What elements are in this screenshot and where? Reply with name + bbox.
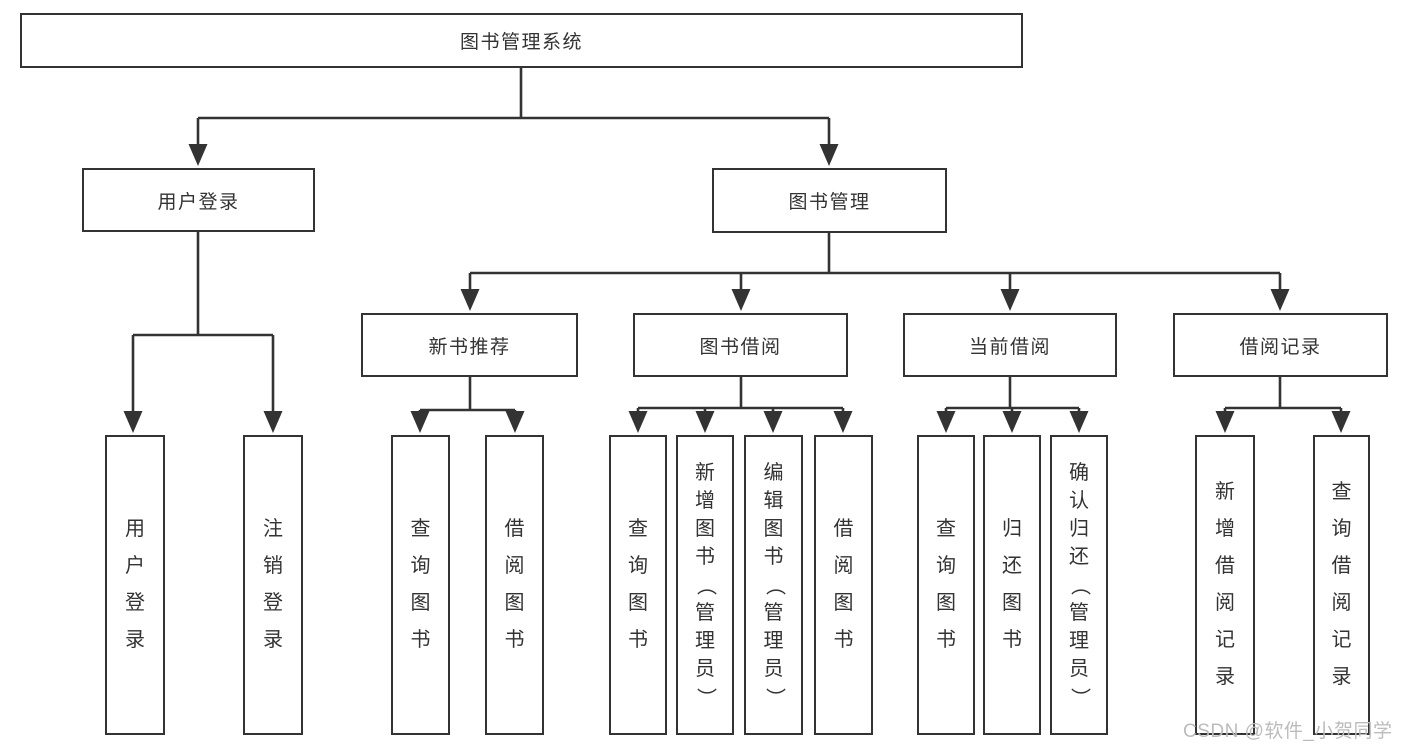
node-leaf-logout: 注销登录 [243, 435, 303, 735]
node-leaf-query-books-2: 查询图书 [609, 435, 667, 735]
node-user-login: 用户登录 [82, 168, 315, 232]
node-leaf-borrow-books-1-label: 借阅图书 [504, 518, 525, 651]
watermark: CSDN @软件_小贺同学 [1183, 721, 1393, 742]
node-leaf-query-books-1-label: 查询图书 [410, 518, 431, 651]
node-leaf-query-borrowing-record-label: 查询借阅记录 [1331, 481, 1352, 688]
node-book-management-system-label: 图书管理系统 [459, 32, 583, 53]
node-leaf-return-books-label: 归还图书 [1002, 518, 1022, 651]
node-leaf-borrow-books-2-label: 借阅图书 [833, 518, 854, 651]
node-new-book-recommendation-label: 新书推荐 [428, 336, 511, 358]
node-leaf-borrow-books-2: 借阅图书 [814, 435, 873, 735]
node-book-management-label: 图书管理 [788, 192, 871, 213]
node-leaf-edit-books-admin: 编辑图书（管理员） [744, 435, 803, 735]
node-leaf-query-borrowing-record: 查询借阅记录 [1313, 435, 1370, 735]
node-book-management-system: 图书管理系统 [20, 13, 1023, 68]
node-leaf-add-books-admin-label: 新增图书（管理员） [694, 461, 717, 708]
node-leaf-add-borrowing-record-label: 新增借阅记录 [1215, 481, 1235, 688]
node-current-borrowing-label: 当前借阅 [968, 336, 1051, 358]
node-leaf-confirm-return-admin-label: 确认归还（管理员） [1068, 461, 1091, 708]
node-leaf-query-books-1: 查询图书 [391, 435, 450, 735]
node-leaf-edit-books-admin-label: 编辑图书（管理员） [763, 461, 785, 708]
node-leaf-user-login: 用户登录 [105, 435, 165, 735]
node-leaf-query-books-3: 查询图书 [917, 435, 975, 735]
node-leaf-query-books-2-label: 查询图书 [628, 518, 648, 651]
node-current-borrowing: 当前借阅 [903, 313, 1117, 377]
node-leaf-confirm-return-admin: 确认归还（管理员） [1050, 435, 1108, 735]
node-leaf-add-books-admin: 新增图书（管理员） [676, 435, 734, 735]
node-leaf-return-books: 归还图书 [983, 435, 1041, 735]
node-book-management: 图书管理 [712, 168, 947, 233]
node-borrowing-records-label: 借阅记录 [1239, 336, 1322, 358]
node-book-borrowing-label: 图书借阅 [699, 336, 782, 358]
node-new-book-recommendation: 新书推荐 [361, 313, 578, 377]
node-leaf-add-borrowing-record: 新增借阅记录 [1195, 435, 1255, 735]
node-leaf-user-login-label: 用户登录 [125, 518, 145, 651]
node-leaf-borrow-books-1: 借阅图书 [485, 435, 544, 735]
node-leaf-query-books-3-label: 查询图书 [936, 518, 956, 651]
node-user-login-label: 用户登录 [157, 191, 240, 213]
node-book-borrowing: 图书借阅 [633, 313, 848, 377]
node-borrowing-records: 借阅记录 [1173, 313, 1388, 377]
node-leaf-logout-label: 注销登录 [263, 518, 283, 651]
